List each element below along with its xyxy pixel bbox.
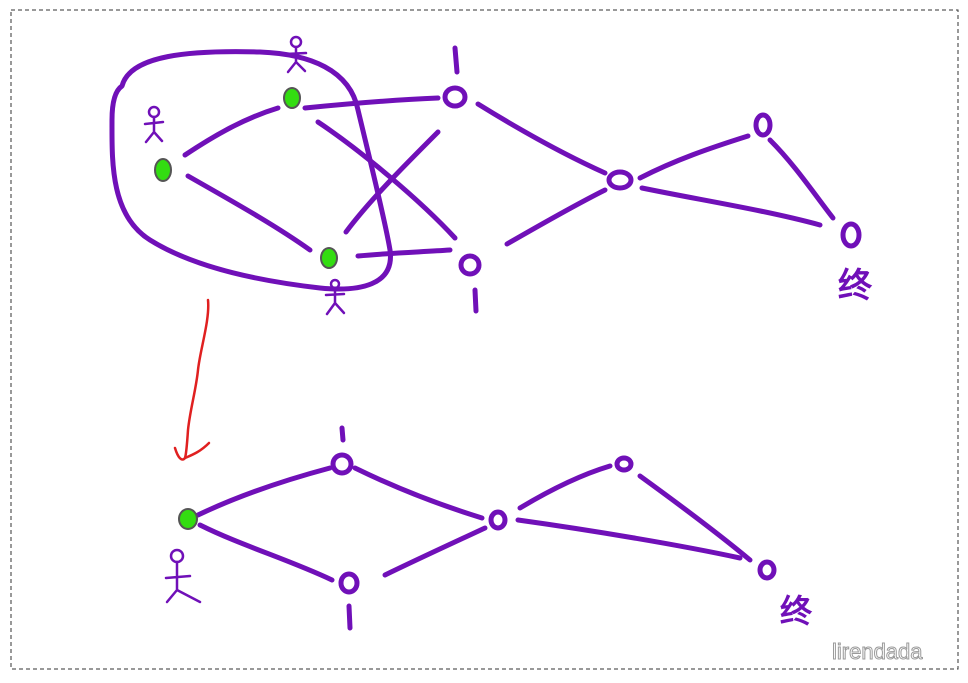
top-node-1 — [442, 85, 468, 109]
bottom-node-3 — [338, 571, 360, 595]
top-node-4 — [753, 112, 773, 138]
bottom-node-3-tick — [346, 603, 353, 631]
bottom-node-1-tick — [339, 425, 346, 443]
edge-src-b1 — [195, 465, 333, 518]
top-node-3-tick — [472, 287, 479, 314]
edge-n1-n2 — [475, 101, 608, 176]
frame-border — [10, 9, 959, 670]
edge-s1-s2 — [182, 105, 281, 158]
top-persons — [143, 35, 346, 316]
top-node-end — [840, 221, 862, 249]
watermark: lirendada — [832, 639, 923, 664]
source-node-2 — [283, 87, 301, 109]
top-node-3 — [458, 253, 482, 277]
edge-s3-n1 — [343, 129, 441, 235]
edge-b3-b2 — [382, 525, 488, 578]
bottom-node-4 — [614, 455, 634, 473]
edge-s2-n1 — [302, 95, 441, 111]
edge-b4-end — [637, 473, 753, 563]
person-icon — [324, 278, 346, 316]
edge-n2-end — [639, 185, 823, 228]
edge-src-b3 — [197, 522, 335, 583]
edge-s1-s3 — [185, 173, 313, 253]
edge-s3-n3 — [355, 247, 453, 259]
bottom-end-label: 终 — [780, 592, 813, 630]
source-group-loop — [109, 49, 393, 292]
bottom-node-2 — [488, 509, 508, 531]
edge-b2-b4 — [517, 463, 613, 511]
edge-b2-end — [515, 517, 743, 561]
source-node-1 — [154, 158, 172, 182]
edge-b1-b2 — [352, 465, 485, 521]
arrow-head — [173, 441, 211, 461]
top-node-1-tick — [452, 45, 460, 75]
top-graph — [109, 45, 862, 314]
top-sources — [154, 87, 338, 269]
transform-arrow — [173, 298, 211, 461]
bottom-graph — [195, 425, 777, 631]
source-node-3 — [320, 247, 338, 269]
person-icon — [284, 35, 308, 74]
edge-n2-n4 — [637, 133, 751, 181]
bottom-node-1 — [330, 452, 354, 476]
edge-n4-end — [767, 137, 836, 221]
edge-n3-n2 — [504, 187, 608, 247]
top-end-label: 终 — [838, 266, 873, 306]
bottom-node-end — [757, 559, 777, 581]
arrow-shaft — [183, 298, 210, 460]
bottom-person-icon — [164, 548, 202, 604]
top-node-2 — [606, 169, 634, 191]
edge-s2-n3 — [315, 119, 458, 241]
super-source-node — [178, 508, 198, 530]
person-icon — [143, 105, 165, 144]
